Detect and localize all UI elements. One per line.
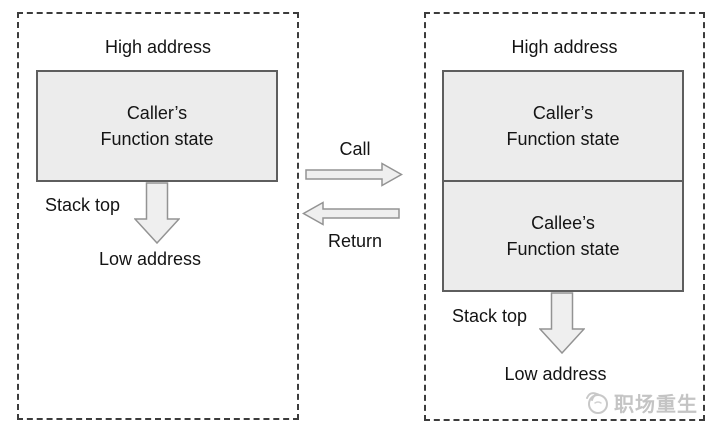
frame-label-line: Callee’s xyxy=(531,213,595,233)
frame-label-line: Function state xyxy=(100,129,214,149)
frame-label-line: Caller’s xyxy=(532,103,594,123)
low-address-label: Low address xyxy=(504,364,607,384)
caller-frame-box: Caller’s Function state xyxy=(442,70,684,182)
stack-growth-down-arrow-icon xyxy=(539,292,585,354)
stack-top-label: Stack top xyxy=(45,195,121,215)
frame-label-line: Function state xyxy=(506,239,620,259)
call-right-arrow-icon xyxy=(305,162,403,187)
after-call-panel: High address Caller’s Function state Cal… xyxy=(424,12,705,421)
watermark-text: 职场重生 xyxy=(614,394,698,416)
low-address-label: Low address xyxy=(98,249,202,269)
stack-top-label: Stack top xyxy=(452,306,528,326)
frame-label-line: Function state xyxy=(506,129,620,149)
stack-growth-down-arrow-icon xyxy=(134,182,180,244)
callee-frame-box: Callee’s Function state xyxy=(442,180,684,292)
watermark-logo-icon xyxy=(586,392,608,414)
return-left-arrow-icon xyxy=(301,201,400,226)
caller-frame-box: Caller’s Function state xyxy=(36,70,278,182)
high-address-label: High address xyxy=(511,37,618,57)
return-label: Return xyxy=(327,231,383,251)
watermark: 职场重生 xyxy=(583,388,698,417)
high-address-label: High address xyxy=(104,37,212,57)
before-call-panel: High address Caller’s Function state Sta… xyxy=(17,12,299,420)
call-label: Call xyxy=(339,139,371,159)
frame-label-line: Caller’s xyxy=(126,103,188,123)
